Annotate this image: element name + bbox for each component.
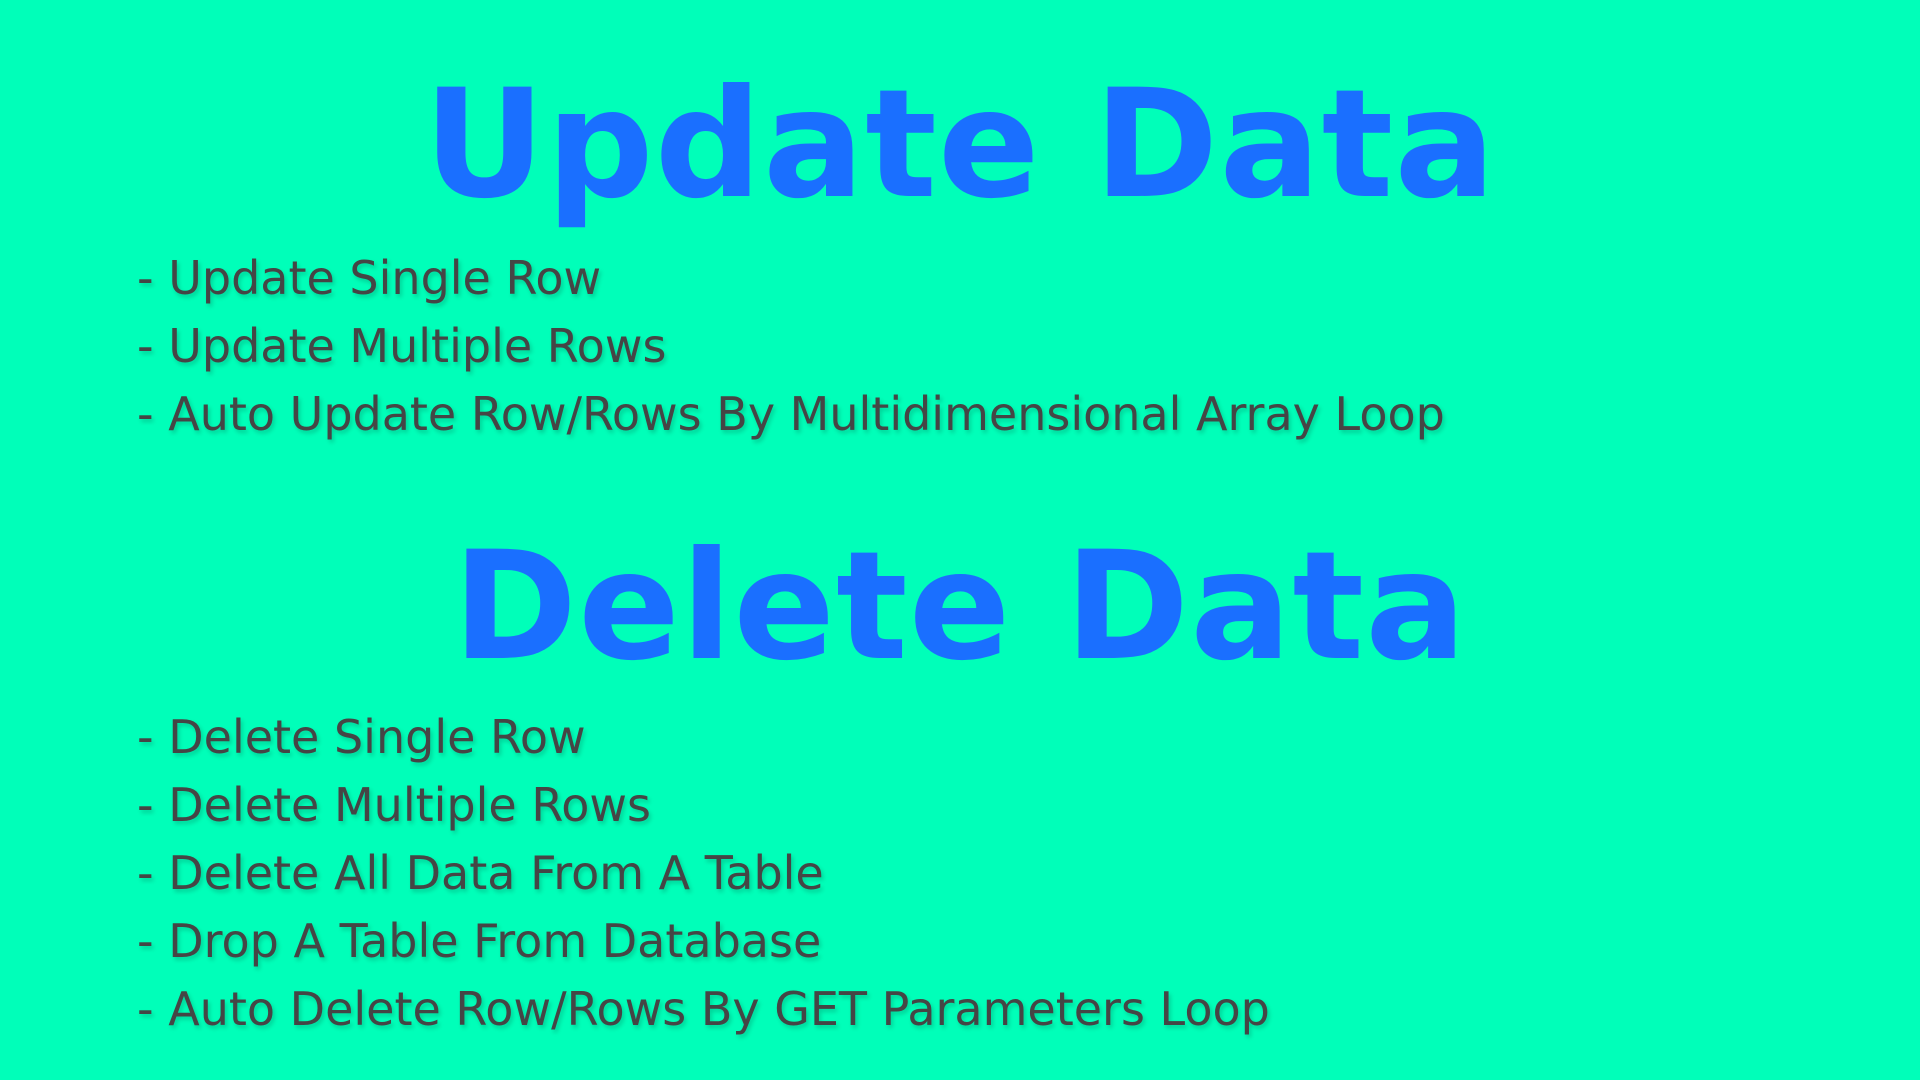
list-item-drop-table: - Drop A Table From Database — [137, 914, 822, 968]
update-data-list: - Update Single Row - Update Multiple Ro… — [137, 244, 1445, 448]
update-data-heading: Update Data — [423, 58, 1497, 232]
list-item-auto-update-loop: - Auto Update Row/Rows By Multidimension… — [137, 387, 1445, 441]
list-item-delete-single-row: - Delete Single Row — [137, 710, 586, 764]
list-item-update-single-row: - Update Single Row — [137, 251, 602, 305]
list-item-delete-multiple-rows: - Delete Multiple Rows — [137, 778, 651, 832]
list-item-update-multiple-rows: - Update Multiple Rows — [137, 319, 667, 373]
list-item-auto-delete-loop: - Auto Delete Row/Rows By GET Parameters… — [137, 982, 1270, 1036]
delete-data-list: - Delete Single Row - Delete Multiple Ro… — [137, 703, 1270, 1043]
list-item-delete-all-data: - Delete All Data From A Table — [137, 846, 824, 900]
delete-data-heading: Delete Data — [452, 520, 1468, 694]
